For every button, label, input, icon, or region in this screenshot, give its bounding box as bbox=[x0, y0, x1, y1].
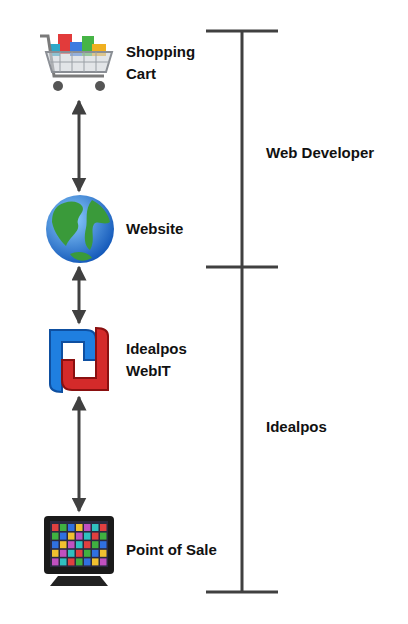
screen-key bbox=[60, 524, 67, 531]
screen-key bbox=[68, 541, 75, 548]
cart-icon bbox=[40, 34, 112, 91]
double-arrow bbox=[78, 267, 81, 323]
icon-node: Shopping Cart bbox=[40, 28, 210, 98]
screen-key bbox=[52, 558, 59, 565]
screen-key bbox=[100, 533, 107, 540]
webit-icon bbox=[50, 328, 108, 392]
screen-key bbox=[68, 524, 75, 531]
screen-key bbox=[68, 533, 75, 540]
node-label: Idealpos WebIT bbox=[126, 338, 206, 382]
screen-key bbox=[92, 533, 99, 540]
double-arrow bbox=[78, 101, 81, 191]
screen-key bbox=[84, 550, 91, 557]
screen-key bbox=[100, 524, 107, 531]
node-label: Shopping Cart bbox=[126, 41, 206, 85]
screen-key bbox=[76, 524, 83, 531]
screen-key bbox=[52, 550, 59, 557]
screen-key bbox=[100, 541, 107, 548]
screen-key bbox=[76, 558, 83, 565]
screen-key bbox=[60, 558, 67, 565]
screen-key bbox=[76, 541, 83, 548]
screen-key bbox=[60, 533, 67, 540]
screen-key bbox=[92, 558, 99, 565]
screen-key bbox=[76, 533, 83, 540]
screen-key bbox=[60, 541, 67, 548]
section-label: Web Developer bbox=[266, 143, 374, 163]
icon-node: Point of Sale bbox=[42, 514, 221, 586]
screen-key bbox=[100, 558, 107, 565]
pos-icon bbox=[44, 516, 114, 586]
screen-key bbox=[92, 550, 99, 557]
screen-key bbox=[52, 533, 59, 540]
double-arrow bbox=[78, 397, 81, 511]
screen-key bbox=[100, 550, 107, 557]
screen-key bbox=[52, 524, 59, 531]
icon-node: Idealpos WebIT bbox=[46, 326, 210, 394]
screen-key bbox=[68, 558, 75, 565]
screen-key bbox=[92, 524, 99, 531]
globe-icon bbox=[46, 195, 114, 263]
node-label: Point of Sale bbox=[126, 539, 217, 561]
screen-key bbox=[92, 541, 99, 548]
screen-key bbox=[76, 550, 83, 557]
screen-key bbox=[68, 550, 75, 557]
screen-key bbox=[84, 533, 91, 540]
node-label: Website bbox=[126, 218, 183, 240]
screen-key bbox=[84, 541, 91, 548]
icon-node: Website bbox=[44, 194, 187, 264]
screen-key bbox=[84, 558, 91, 565]
screen-key bbox=[84, 524, 91, 531]
screen-key bbox=[52, 541, 59, 548]
section-label: Idealpos bbox=[266, 417, 327, 437]
screen-key bbox=[60, 550, 67, 557]
bracket bbox=[206, 31, 278, 592]
